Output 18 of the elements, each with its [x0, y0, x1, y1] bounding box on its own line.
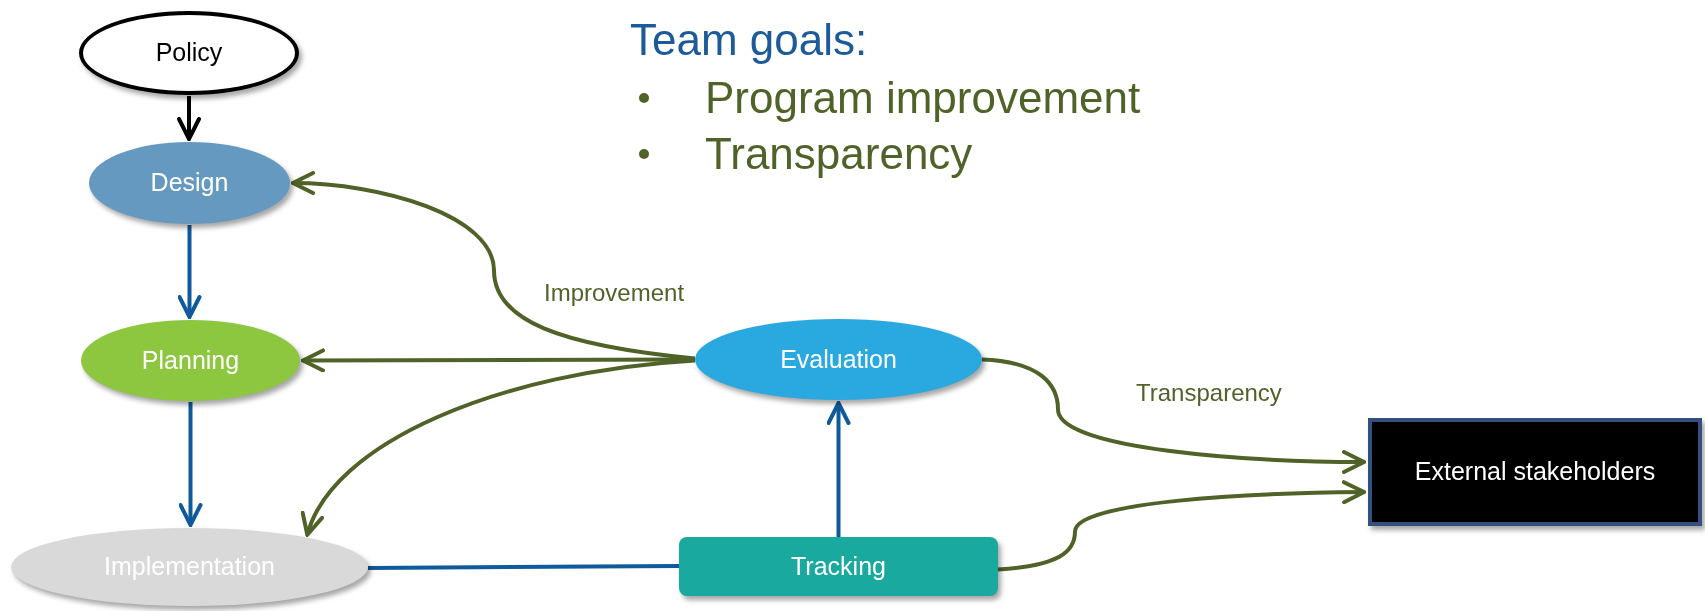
policy-ellipse: Policy [79, 11, 299, 95]
process-ellipse: Evaluation [695, 319, 982, 400]
title: Team goals: [630, 18, 868, 62]
arrow [981, 357, 1366, 474]
arrow [303, 358, 696, 537]
arrow [178, 402, 203, 527]
arrow [177, 225, 202, 319]
bullet-text: Transparency [705, 132, 973, 176]
arrow [997, 480, 1366, 572]
arrow [826, 401, 851, 537]
process-box: Tracking [679, 537, 998, 596]
arrow [301, 348, 695, 373]
arrow [291, 171, 696, 361]
arrow [177, 96, 201, 141]
process-ellipse: Planning [81, 320, 300, 401]
bullet-text: Program improvement [705, 76, 1141, 120]
stakeholder-box: External stakeholders [1368, 418, 1702, 526]
process-ellipse: Design [89, 142, 290, 224]
